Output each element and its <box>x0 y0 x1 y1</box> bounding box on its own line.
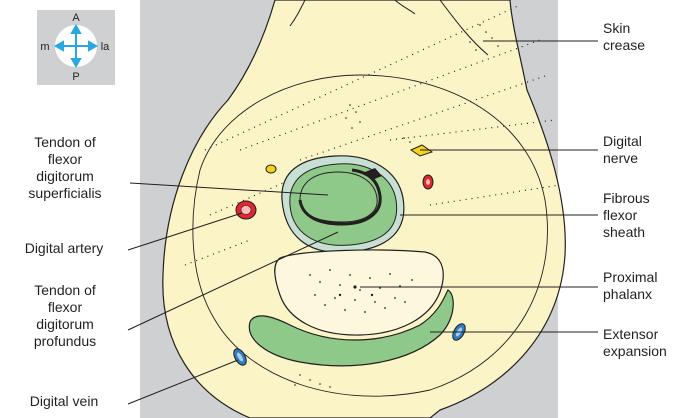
label-skin-crease: Skin crease <box>603 20 645 54</box>
label-digital-nerve: Digital nerve <box>603 133 642 167</box>
label-tendon-profundus: Tendon of flexor digitorum profundus <box>0 282 130 350</box>
label-extensor-expansion: Extensor expansion <box>603 326 667 360</box>
tendon-flexor-digitorum-superficialis <box>300 172 377 222</box>
digital-nerve-left <box>266 165 276 173</box>
compass-lateral: la <box>101 41 110 53</box>
label-digital-artery: Digital artery <box>0 240 128 257</box>
digital-artery-right-lumen <box>426 179 430 185</box>
orientation-compass: A P m la <box>37 10 115 85</box>
digital-artery-lumen <box>241 206 251 215</box>
label-fibrous-flexor-sheath: Fibrous flexor sheath <box>603 190 650 241</box>
label-tendon-superficialis: Tendon of flexor digitorum superficialis <box>0 134 130 202</box>
compass-posterior: P <box>72 71 79 83</box>
label-digital-vein: Digital vein <box>0 393 128 410</box>
compass-medial: m <box>40 41 49 53</box>
label-proximal-phalanx: Proximal phalanx <box>603 269 657 303</box>
compass-anterior: A <box>72 12 80 24</box>
